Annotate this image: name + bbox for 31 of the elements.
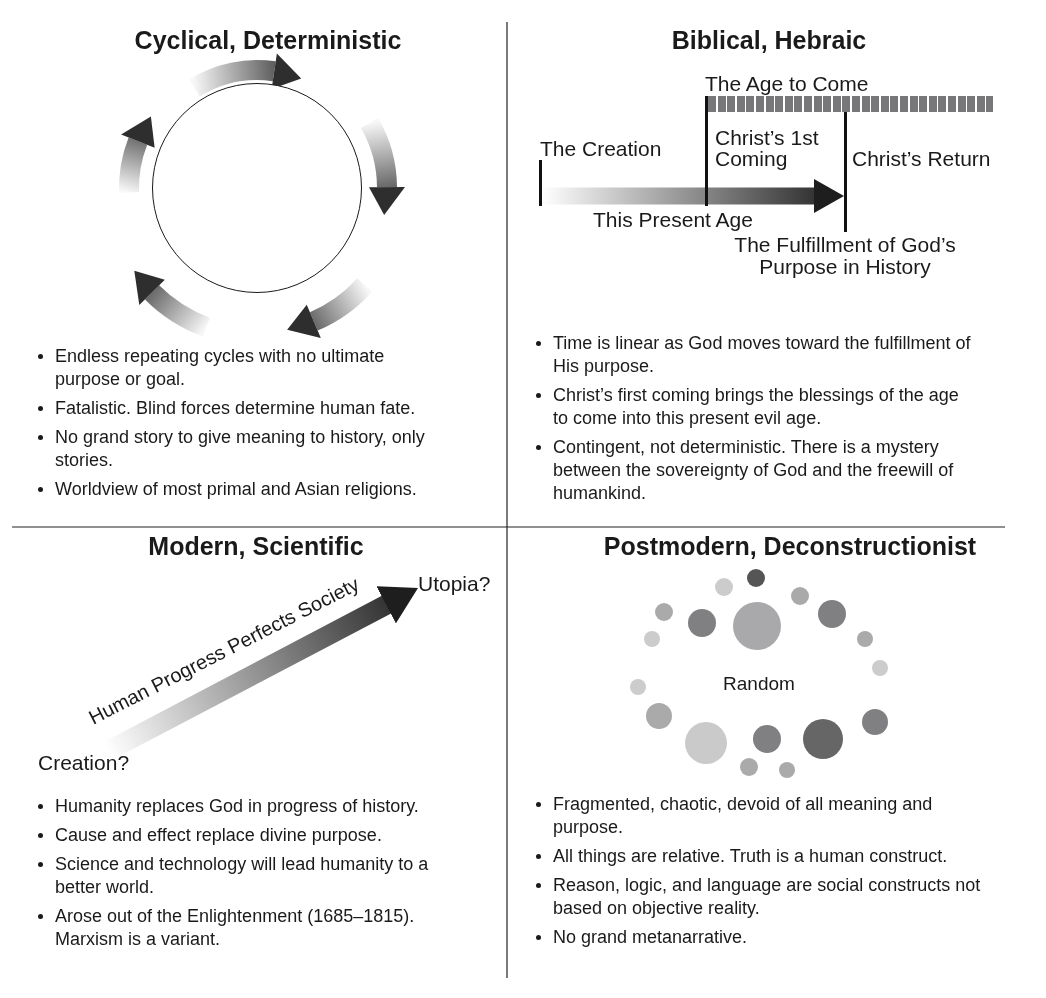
quadrant-title: Cyclical, Deterministic [134, 25, 402, 55]
tick-mark [539, 160, 542, 206]
bullet-text: Christ’s first coming brings the blessings of the age to come into this present evil age. [553, 384, 960, 430]
edge-label: This Present Age [593, 207, 753, 231]
tick-mark [705, 96, 708, 206]
timeline-label: The Creation [540, 137, 662, 160]
bullet-text: Science and technology will lead humanity to a better world. [55, 853, 430, 899]
bullet-text: Fatalistic. Blind forces determine human fate. [55, 397, 416, 420]
bullet-text: Reason, logic, and language are social constructs not based on objective reality. [553, 874, 982, 920]
bullet-text: Contingent, not deterministic. There is a mystery between the sovereignty of God and the freewill of humankind. [553, 436, 955, 505]
bullet-text: All things are relative. Truth is a human construct. [553, 845, 948, 868]
timeline-label: Christ’s Return [852, 147, 991, 170]
bullet-text: Cause and effect replace divine purpose. [55, 824, 382, 847]
tick-mark [844, 112, 847, 232]
bullet-text: No grand story to give meaning to history, only stories. [55, 426, 426, 472]
bullet-text: No grand metanarrative. [553, 926, 748, 949]
quadrant-title: Modern, Scientific [148, 531, 364, 561]
bullet-text: Humanity replaces God in progress of history. [55, 795, 419, 818]
timeline-label: Christ’s 1st Coming [715, 127, 820, 169]
bullet-text: Arose out of the Enlightenment (1685–1815). Marxism is a variant. [55, 905, 416, 951]
center-label: Random [723, 671, 795, 695]
endpoint-label: Creation? [38, 751, 130, 774]
timeline-label: The Age to Come [705, 72, 869, 95]
quadrant-title: Postmodern, Deconstructionist [603, 531, 977, 561]
bullet-text: Endless repeating cycles with no ultimate purpose or goal. [55, 345, 386, 391]
quadrant-title: Biblical, Hebraic [671, 25, 867, 55]
bullet-text: Time is linear as God moves toward the fulfillment of His purpose. [553, 332, 972, 378]
endpoint-label: Utopia? [418, 572, 491, 595]
bullet-text: Fragmented, chaotic, devoid of all meaning and purpose. [553, 793, 934, 839]
bullet-text: Worldview of most primal and Asian religions. [55, 478, 417, 501]
timeline-label: The Fulfillment of God’s Purpose in History [733, 234, 957, 278]
